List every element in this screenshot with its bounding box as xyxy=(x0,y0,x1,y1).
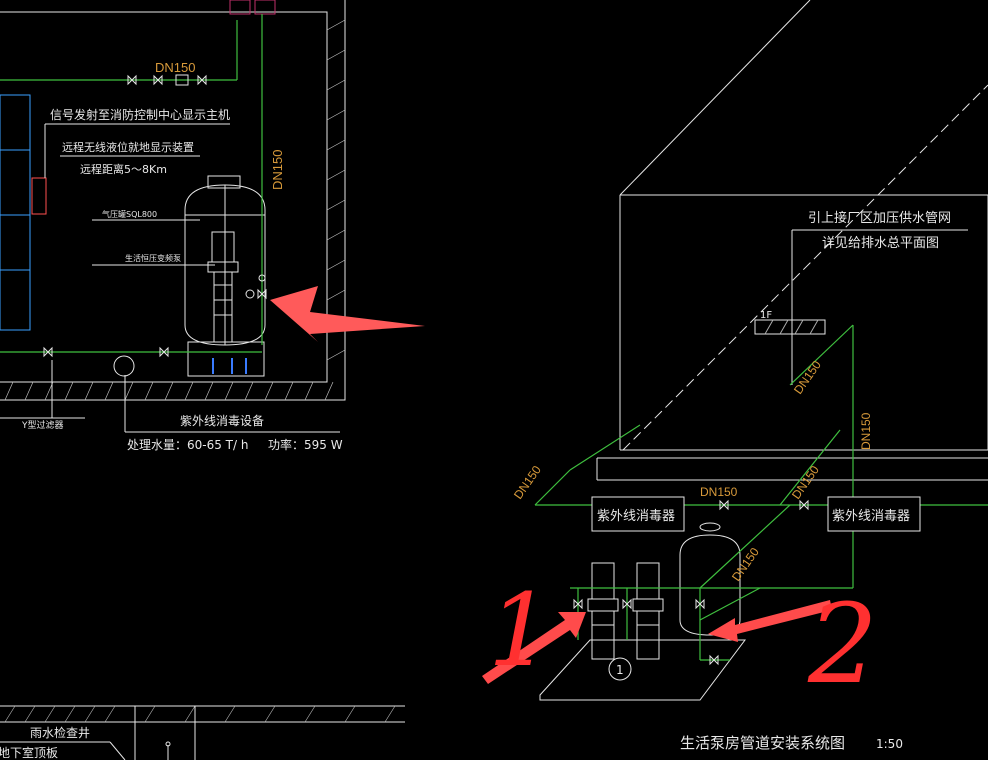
basement-roof: 地下室顶板 xyxy=(0,745,58,760)
pump-platform xyxy=(539,639,746,701)
red-arrow-left xyxy=(270,286,425,342)
left-dn150-vertical: DN150 xyxy=(270,150,285,190)
drawing-title: 生活泵房管道安装系统图 xyxy=(680,734,845,752)
right-iso-view xyxy=(539,0,988,701)
y-filter-label: Y型过滤器 xyxy=(21,419,64,431)
uv-device-symbol xyxy=(113,355,135,377)
dn-label-1: DN150 xyxy=(511,463,544,502)
dn-label-2: DN150 xyxy=(700,485,738,499)
red-arrow-right-2 xyxy=(708,600,832,642)
pump-tag: 1 xyxy=(616,663,624,677)
iso-pump-1 xyxy=(587,562,619,660)
dn-label-4: DN150 xyxy=(859,412,873,450)
distance-note: 远程距离5～8Km xyxy=(80,162,167,176)
wireless-note: 远程无线液位就地显示装置 xyxy=(62,140,194,154)
level-display-box xyxy=(31,177,47,215)
dn-label-3: DN150 xyxy=(791,358,824,397)
uv-title: 紫外线消毒设备 xyxy=(180,414,264,428)
pump-label: 生活恒压变频泵 xyxy=(125,253,181,263)
uv-box-right-label: 紫外线消毒器 xyxy=(832,509,910,524)
bottom-left-section xyxy=(0,705,405,760)
uv-box-left xyxy=(591,496,685,532)
uv-box-left-label: 紫外线消毒器 xyxy=(597,509,675,524)
drawing-scale: 1:50 xyxy=(876,737,903,751)
handwritten-1: 1 xyxy=(488,572,552,689)
pump-tag-circle xyxy=(608,657,632,681)
inspection-well: 雨水检查井 xyxy=(30,725,90,740)
supply-note-2: 详见给排水总平面图 xyxy=(822,236,939,251)
room-wall-outer xyxy=(0,0,346,401)
valve-1 xyxy=(127,74,137,86)
water-tank xyxy=(0,94,31,331)
left-dn150-top: DN150 xyxy=(155,60,195,75)
iso-pressure-tank xyxy=(679,522,741,636)
dn-label-5: DN150 xyxy=(789,463,822,502)
dn-label-6: DN150 xyxy=(729,545,762,584)
left-plan-view xyxy=(0,0,346,433)
right-valves xyxy=(573,499,809,666)
red-arrow-right-1 xyxy=(482,612,586,684)
room-wall-inner xyxy=(0,11,328,383)
uv-spec-power: 功率：595 W xyxy=(268,437,343,452)
valve-2 xyxy=(153,74,163,86)
valve-3 xyxy=(197,74,207,86)
meter xyxy=(175,74,189,86)
uv-box-right xyxy=(827,496,921,532)
signal-note: 信号发射至消防控制中心显示主机 xyxy=(50,107,230,122)
left-valves xyxy=(43,74,267,377)
floor-1f-slab xyxy=(754,319,826,335)
wall-hatch xyxy=(4,19,346,401)
iso-pump-2 xyxy=(632,562,664,660)
uv-spec-flow: 处理水量：60-65 T/ h xyxy=(127,438,248,452)
supply-note-1: 引上接厂区加压供水管网 xyxy=(808,210,951,226)
left-pipes xyxy=(0,14,263,353)
top-device-left xyxy=(229,0,251,15)
pressure-tank xyxy=(184,175,266,346)
pump-base-blue xyxy=(212,358,247,374)
floor-tag: 1F xyxy=(760,310,772,321)
top-device-right xyxy=(254,0,276,15)
pump-stack xyxy=(187,231,265,377)
handwritten-2: 2 xyxy=(807,580,878,708)
tank-label: 气压罐SQL800 xyxy=(102,209,157,219)
right-pipes xyxy=(534,324,988,661)
